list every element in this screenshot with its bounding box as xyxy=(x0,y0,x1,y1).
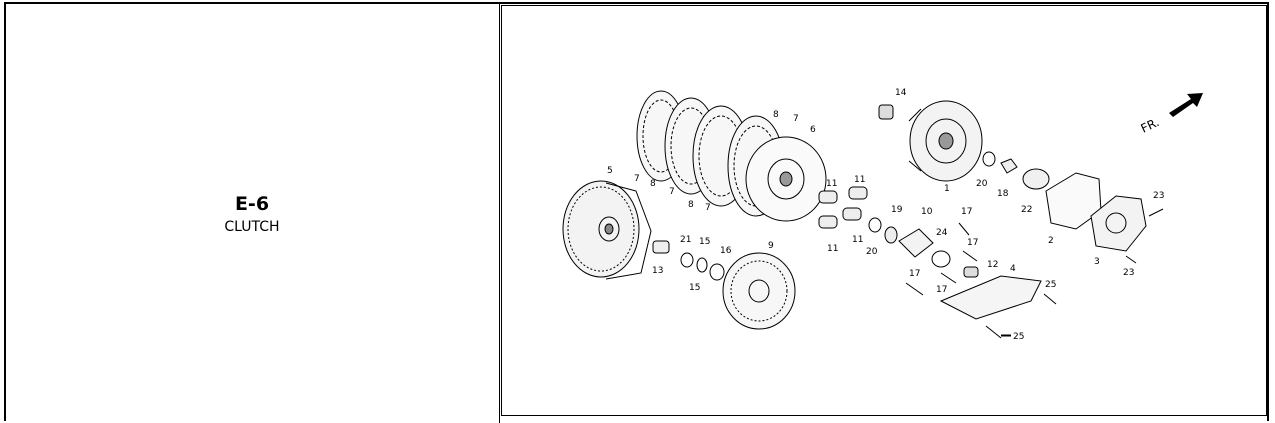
part-clutch-center xyxy=(722,252,796,330)
clutch-exploded-view: FR. 5 7 8 7 8 7 8 7 6 14 1 20 18 22 2 3 … xyxy=(562,88,1203,342)
callout: 4 xyxy=(1010,264,1016,274)
callout: 9 xyxy=(768,241,774,251)
callout: 25 xyxy=(1013,332,1024,342)
callout: 7 xyxy=(793,114,799,124)
callout: 15 xyxy=(689,283,700,293)
callout: 20 xyxy=(976,179,988,189)
callout: 11 xyxy=(854,175,865,185)
callout: 5 xyxy=(607,166,613,176)
callout: 11 xyxy=(852,235,863,245)
callout: 8 xyxy=(650,179,656,189)
callout: 12 xyxy=(987,260,998,270)
callout: 11 xyxy=(826,179,837,189)
part-bolts-17 xyxy=(905,222,979,296)
part-sleeve xyxy=(652,240,670,254)
callout: 3 xyxy=(1094,257,1100,267)
parts-diagram: FR. 5 7 8 7 8 7 8 7 6 14 1 20 18 22 2 3 … xyxy=(501,5,1267,416)
callout: 13 xyxy=(652,266,663,276)
callout: 17 xyxy=(909,269,920,279)
callout: 7 xyxy=(669,187,675,197)
callout: 15 xyxy=(699,237,710,247)
section-title: CLUTCH xyxy=(224,219,280,235)
callout: 8 xyxy=(773,110,779,120)
callout: 7 xyxy=(705,203,711,213)
part-bolt-14 xyxy=(878,104,894,120)
callout: 19 xyxy=(891,205,903,215)
part-lifter-assembly xyxy=(868,217,951,268)
part-washers xyxy=(680,252,725,281)
part-pressure-plate xyxy=(745,136,827,222)
callout: 11 xyxy=(827,244,838,254)
part-springs xyxy=(818,186,868,229)
part-bolts-25 xyxy=(985,293,1057,339)
page-frame xyxy=(4,2,1269,421)
callout: 21 xyxy=(680,235,691,245)
callout: 22 xyxy=(1021,205,1032,215)
callout: 1 xyxy=(944,184,950,194)
callout: 10 xyxy=(921,207,933,217)
section-code: E-6 xyxy=(234,193,270,215)
callout: 2 xyxy=(1048,236,1054,246)
callout: 18 xyxy=(997,189,1009,199)
callout: 17 xyxy=(967,238,978,248)
callout: 24 xyxy=(936,228,948,238)
callout: 8 xyxy=(688,200,694,210)
callout: 23 xyxy=(1123,268,1134,278)
callout: 16 xyxy=(720,246,732,256)
callout: 14 xyxy=(895,88,907,98)
part-clutch-outer xyxy=(562,180,652,280)
part-drum xyxy=(908,100,983,182)
callout: 7 xyxy=(634,174,640,184)
callout: 25 xyxy=(1045,280,1056,290)
callout: 20 xyxy=(866,247,878,257)
part-oil-cover xyxy=(939,275,1042,320)
section-panel: E-6 CLUTCH xyxy=(4,2,500,423)
callout: 23 xyxy=(1153,191,1164,201)
orientation-label: FR. xyxy=(1139,115,1162,136)
part-cover xyxy=(1090,195,1147,252)
part-screws-23 xyxy=(1125,208,1164,264)
front-arrow-icon xyxy=(1169,93,1203,117)
callout: 17 xyxy=(936,285,947,295)
callout: 17 xyxy=(961,207,972,217)
part-hardware-20-18-22 xyxy=(982,151,1050,190)
callout-labels: 5 7 8 7 8 7 8 7 6 14 1 20 18 22 2 3 23 2… xyxy=(607,88,1164,342)
callout: 6 xyxy=(810,125,816,135)
